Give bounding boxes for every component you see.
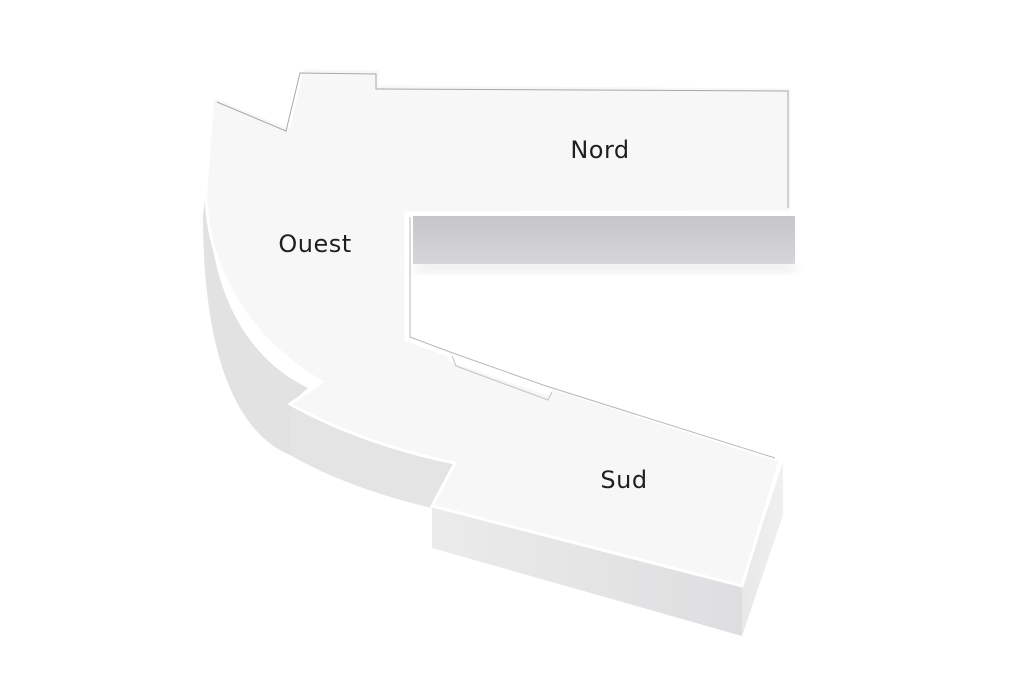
nord-front-face bbox=[413, 216, 795, 264]
wall-outline bbox=[216, 72, 789, 208]
label-ouest: Ouest bbox=[278, 230, 351, 258]
sud-front-face bbox=[432, 506, 742, 636]
sud-right-face bbox=[742, 462, 783, 636]
wall-outline-inner bbox=[409, 217, 776, 459]
ouest-step-face bbox=[290, 404, 455, 508]
label-nord: Nord bbox=[570, 136, 629, 164]
ouest-outer-side bbox=[203, 175, 308, 455]
floor-plate bbox=[204, 66, 794, 588]
wall-notch bbox=[451, 355, 553, 401]
nord-shadow bbox=[415, 262, 795, 272]
label-sud: Sud bbox=[600, 466, 647, 494]
